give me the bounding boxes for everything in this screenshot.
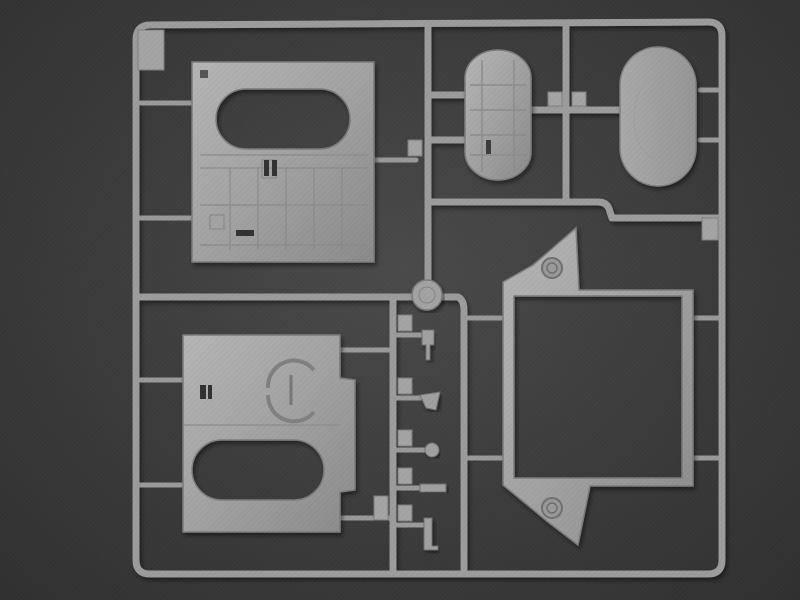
panel-bottom-left — [182, 334, 356, 533]
sprue-tabs — [137, 29, 719, 522]
small-part-1 — [421, 329, 435, 361]
hatch-small — [464, 49, 532, 181]
panel-top-left — [191, 61, 375, 263]
small-part-5 — [423, 517, 439, 551]
hatch-large — [619, 46, 697, 187]
frame-part — [502, 226, 694, 547]
sprue-gates — [137, 87, 721, 528]
sprue-frame — [132, 18, 726, 578]
small-part-4 — [419, 483, 447, 493]
small-part-2 — [419, 391, 441, 411]
sprue-hub — [411, 279, 443, 311]
small-part-3 — [424, 442, 440, 458]
